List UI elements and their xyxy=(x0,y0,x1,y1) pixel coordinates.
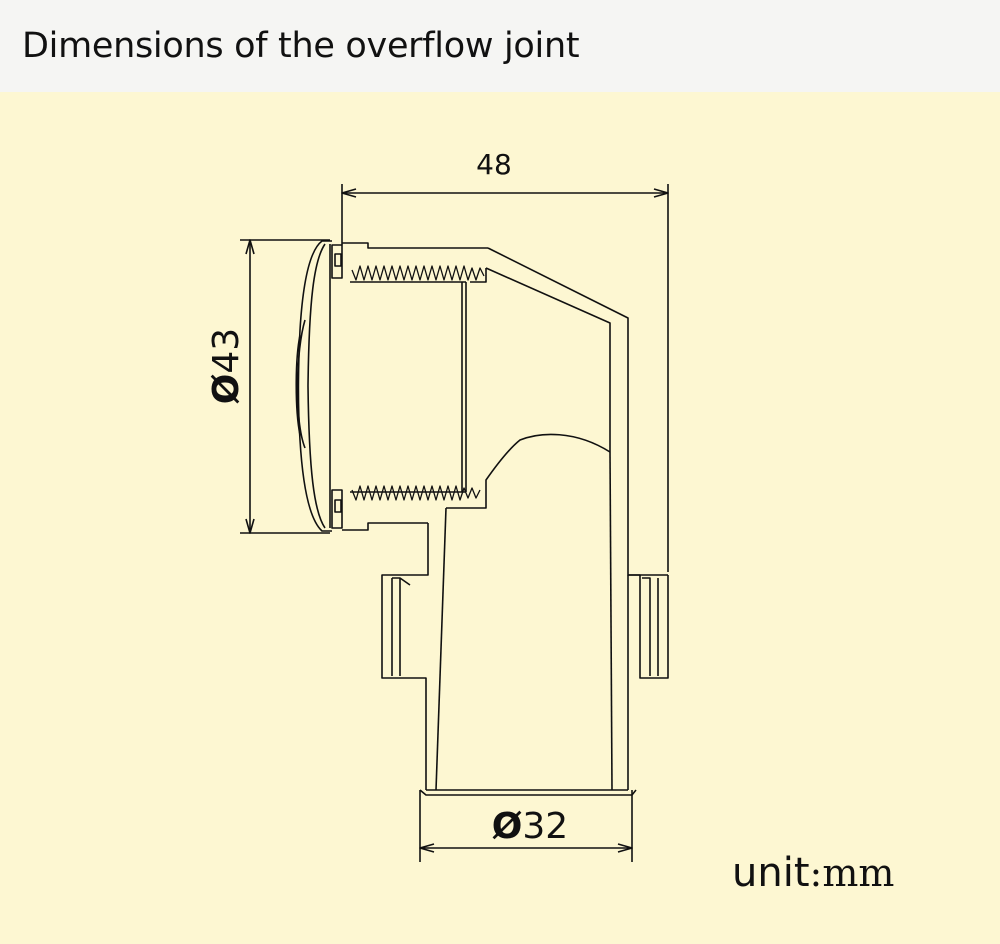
thread-upper xyxy=(351,265,485,281)
unit-word: unit xyxy=(732,850,810,896)
unit-separator: : xyxy=(809,851,823,895)
unit-value: mm xyxy=(822,851,895,895)
drawing-area xyxy=(0,92,1000,944)
cap-diameter-value: 43 xyxy=(206,328,247,374)
unit-label: unit:mm xyxy=(732,850,894,896)
thread-lower xyxy=(351,485,481,501)
dimension-width xyxy=(341,184,669,572)
svg-text:Ø43: Ø43 xyxy=(206,328,247,404)
elbow-body xyxy=(342,242,669,796)
outlet-diameter-value: 32 xyxy=(522,806,568,847)
header-bar: Dimensions of the overflow joint xyxy=(0,0,1000,92)
cap-diameter-label: Ø43 xyxy=(206,328,247,404)
outlet-diameter-label: Ø32 xyxy=(492,806,568,847)
diameter-symbol-left: Ø xyxy=(206,374,247,405)
width-label: 48 xyxy=(476,148,512,181)
overflow-cap xyxy=(295,240,343,532)
page-title: Dimensions of the overflow joint xyxy=(22,26,580,66)
dimension-outlet-diameter xyxy=(419,790,633,862)
diameter-symbol-bottom: Ø xyxy=(492,806,523,847)
dimension-cap-diameter xyxy=(240,239,330,534)
